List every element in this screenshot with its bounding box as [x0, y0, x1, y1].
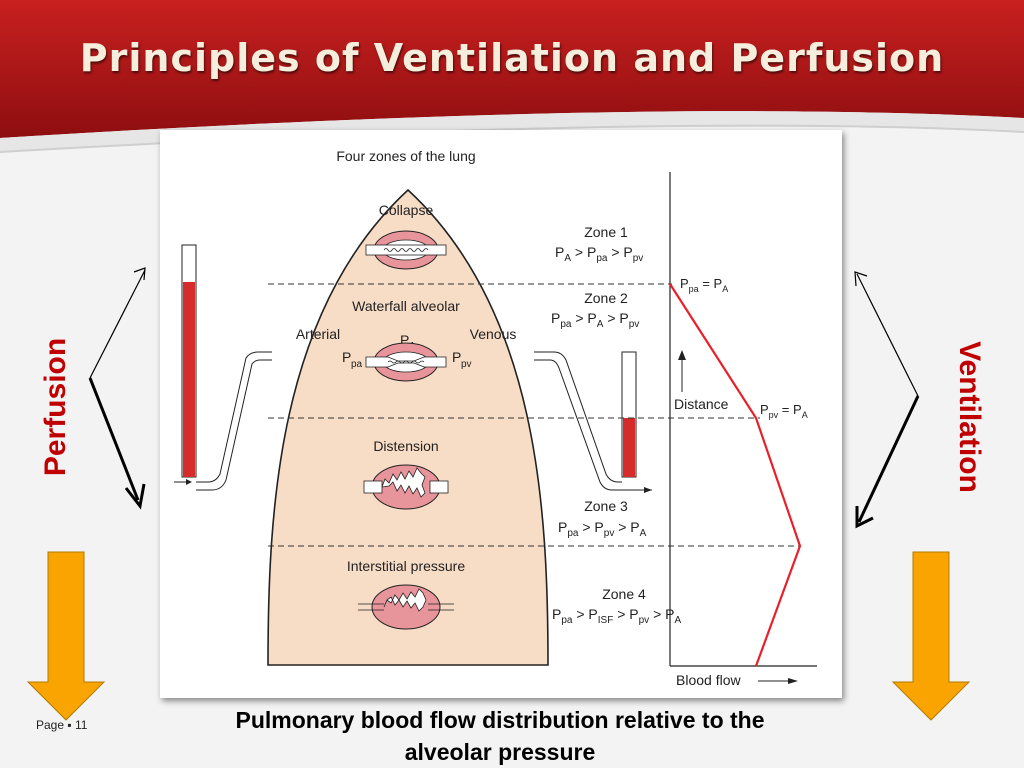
down-arrow-icon [891, 551, 971, 721]
ppv-equals-pa-label: Ppv = PA [760, 402, 808, 420]
waterfall-alveolus [365, 342, 447, 382]
venous-tube [534, 351, 652, 493]
bold-arrowhead [124, 483, 146, 510]
bullet-icon: ▪ [67, 718, 72, 732]
page-number: Page ▪ 11 [36, 718, 87, 732]
bold-arrowhead [855, 506, 874, 529]
arterial-tube [174, 244, 272, 491]
thin-arrow-line [856, 273, 919, 397]
zone1-label: Zone 1 [584, 224, 628, 240]
ppa-equals-pa-label: Ppa = PA [680, 276, 728, 294]
perfusion-annotation [26, 267, 146, 721]
zone4-label: Zone 4 [602, 586, 646, 602]
zone2-relation: Ppa > PA > Ppv [551, 310, 639, 330]
zone3-relation: Ppa > Ppv > PA [558, 519, 647, 539]
zone4-relation: Ppa > PISF > Ppv > PA [552, 606, 681, 626]
thin-arrowhead [854, 271, 868, 287]
interstitial-alveolus [358, 584, 454, 630]
zone2-label: Zone 2 [584, 290, 628, 306]
distended-alveolus [363, 464, 449, 510]
blood-flow-label: Blood flow [676, 672, 741, 688]
distance-label: Distance [674, 396, 729, 412]
venous-label: Venous [470, 326, 517, 342]
arterial-blood-column [183, 282, 195, 477]
up-arrowhead-icon [678, 350, 686, 360]
page-label: Page [36, 718, 65, 732]
figure-heading: Four zones of the lung [336, 148, 475, 164]
collapsed-alveolus [365, 230, 447, 270]
ventilation-label: Ventilation [952, 341, 986, 493]
svg-text:P: P [452, 349, 461, 365]
lung-zones-figure: Four zones of the lung Collapse Waterfal… [160, 130, 842, 698]
svg-text:P: P [400, 332, 409, 348]
svg-text:P: P [342, 349, 351, 365]
distension-label: Distension [373, 438, 438, 454]
slide-title: Principles of Ventilation and Perfusion [79, 36, 945, 80]
page-number-value: 11 [74, 718, 88, 732]
bold-arrow-line [857, 395, 920, 523]
collapse-label: Collapse [379, 202, 434, 218]
caption-line-2: alveolar pressure [404, 739, 596, 765]
interstitial-label: Interstitial pressure [347, 558, 465, 574]
caption-line-1: Pulmonary blood flow distribution relati… [235, 707, 765, 733]
right-arrowhead-icon [788, 678, 798, 684]
svg-text:pv: pv [461, 359, 472, 370]
perfusion-label: Perfusion [39, 337, 73, 477]
down-arrow-icon [26, 551, 106, 721]
waterfall-label: Waterfall alveolar [352, 298, 460, 314]
thin-arrow-line [89, 269, 146, 379]
blood-flow-curve [669, 283, 802, 667]
bold-arrow-line [88, 377, 140, 501]
figure-caption: Pulmonary blood flow distribution relati… [160, 704, 840, 768]
zone1-relation: PA > Ppa > Ppv [555, 244, 643, 264]
ventilation-annotation [854, 271, 971, 721]
lung-zones-diagram: Four zones of the lung Collapse Waterfal… [174, 148, 817, 688]
thin-arrowhead [133, 267, 146, 281]
arterial-label: Arterial [296, 326, 340, 342]
zone3-label: Zone 3 [584, 498, 628, 514]
svg-text:pa: pa [351, 359, 363, 370]
venous-blood-column [623, 418, 635, 477]
